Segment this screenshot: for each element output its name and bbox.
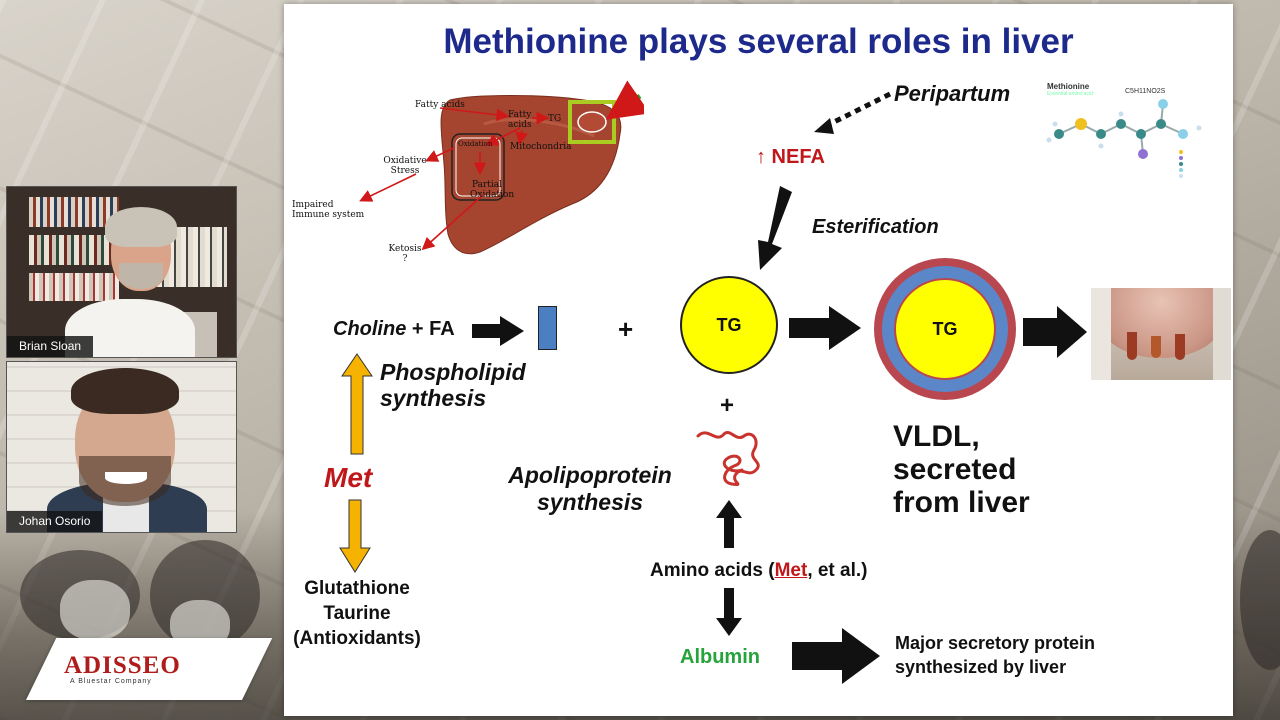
label-fatty-acids-inner: Fatty acids — [508, 110, 532, 131]
molecule-subtitle: Essential amino acid — [1047, 91, 1093, 97]
label-peripartum: Peripartum — [894, 81, 1011, 106]
orange-up-arrow — [341, 353, 373, 455]
label-vldl-1: VLDL, — [893, 420, 980, 453]
label-vldl-2: secreted — [893, 453, 1017, 486]
amino-down-arrow — [716, 588, 742, 636]
logo-name: ADISSEO — [64, 652, 181, 679]
label-mitochondria: Mitochondria — [510, 142, 572, 152]
liver-diagram — [359, 80, 644, 255]
presentation-slide: Methionine plays several roles in liver … — [284, 4, 1233, 716]
label-choline: Choline — [333, 318, 407, 340]
video-tile-brian[interactable]: Brian Sloan — [6, 186, 237, 358]
slide-title: Methionine plays several roles in liver — [443, 22, 1074, 61]
participant-name-tag: Brian Sloan — [7, 336, 94, 357]
logo-tagline: A Bluestar Company — [70, 678, 152, 685]
protein-squiggle — [696, 431, 760, 486]
udder-photo — [1091, 288, 1231, 380]
plus-sign-1: + — [618, 314, 634, 344]
vldl-tg-core: TG — [894, 278, 996, 380]
molecule-formula: C5H11NO2S — [1125, 88, 1166, 95]
molecule-name: Methionine — [1047, 82, 1090, 91]
amino-up-arrow — [716, 500, 742, 548]
label-major-secretory-1: Major secretory protein — [895, 633, 1096, 653]
arrow-to-udder — [1023, 306, 1087, 358]
esterification-arrow — [758, 186, 792, 270]
dotted-arrow — [814, 91, 892, 134]
arrow-to-vldl — [789, 306, 861, 350]
molecule-structure — [1046, 99, 1202, 178]
tg-circle: TG — [680, 276, 778, 374]
arrow-to-phospholipid — [472, 316, 524, 346]
methionine-molecule-image: Methionine Essential amino acid C5H11NO2… — [1039, 80, 1219, 190]
plus-sign-2: + — [720, 392, 735, 419]
orange-down-arrow — [339, 499, 371, 573]
label-esterification: Esterification — [812, 216, 939, 238]
label-phospholipid: Phospholipid synthesis — [380, 359, 526, 411]
adisseo-logo: ADISSEO A Bluestar Company — [64, 652, 224, 685]
label-vldl-3: from liver — [893, 486, 1030, 519]
participant-name-tag: Johan Osorio — [7, 511, 103, 532]
video-tile-johan[interactable]: Johan Osorio — [6, 361, 237, 533]
label-oxidation: Oxidation — [458, 140, 493, 148]
amino-met: Met — [774, 560, 808, 581]
label-nefa: ↑ NEFA — [756, 146, 825, 168]
label-antioxidants: (Antioxidants) — [293, 628, 421, 649]
label-oxidative-stress: Oxidative Stress — [383, 156, 427, 177]
albumin-arrow — [792, 628, 880, 684]
label-choline-fa: Choline + FA — [333, 318, 455, 341]
amino-prefix: Amino acids ( — [650, 560, 775, 581]
label-ketosis: Ketosis ? — [388, 244, 422, 265]
label-fatty-acids: Fatty acids — [415, 100, 465, 110]
label-impaired-immune: Impaired Immune system — [292, 200, 365, 221]
label-partial-oxidation: Partial Oxidation — [470, 180, 515, 201]
label-met: Met — [324, 462, 373, 493]
phospholipid-block — [538, 306, 557, 350]
label-glutathione: Glutathione — [304, 578, 410, 599]
amino-suffix: , et al.) — [807, 560, 868, 581]
label-tg-small: TG — [548, 114, 562, 124]
label-taurine: Taurine — [323, 603, 391, 624]
label-albumin: Albumin — [680, 646, 760, 668]
label-apolipoprotein: Apolipoprotein synthesis — [508, 462, 672, 516]
label-major-secretory-2: synthesized by liver — [895, 657, 1067, 677]
label-plus-fa: + FA — [406, 318, 455, 340]
label-amino-acids: Amino acids (Met, et al.) — [650, 560, 868, 582]
